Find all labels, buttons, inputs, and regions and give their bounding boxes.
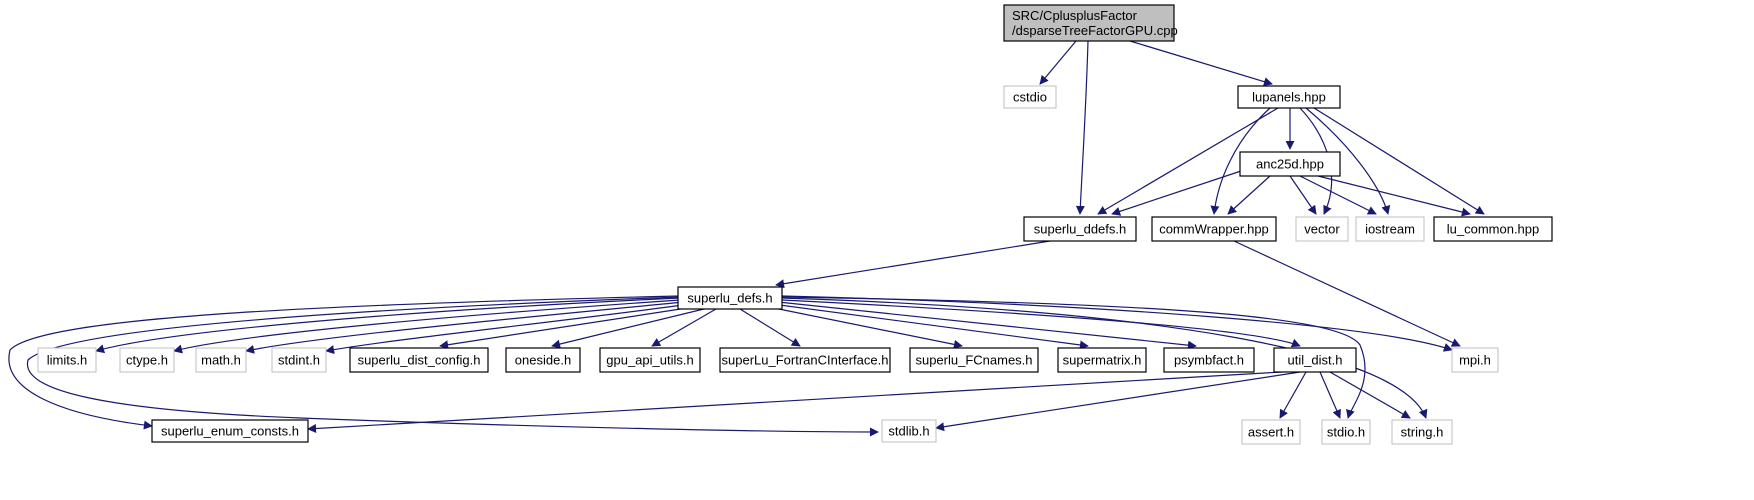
edge-util-dist-stdio bbox=[1319, 371, 1341, 419]
node-superlu-dist-config-label: superlu_dist_config.h bbox=[358, 353, 481, 368]
node-vector-label: vector bbox=[1304, 222, 1340, 237]
edge-anc25d-lu-common bbox=[1317, 175, 1471, 217]
edge-superlu-defs-gpu-api bbox=[651, 308, 717, 347]
edge-superlu-defs-stdio bbox=[781, 296, 1366, 419]
edge-root-superlu-ddefs bbox=[1075, 40, 1089, 215]
edge-anc25d-iostream bbox=[1299, 175, 1377, 215]
node-stdio: stdio.h bbox=[1321, 419, 1371, 445]
node-cstdio: cstdio bbox=[1003, 85, 1057, 109]
edge-superlu-defs-fortran bbox=[739, 308, 801, 347]
node-stdio-label: stdio.h bbox=[1327, 425, 1365, 440]
node-superlu-fcnames[interactable]: superlu_FCnames.h bbox=[909, 347, 1039, 373]
node-stdint: stdint.h bbox=[271, 347, 327, 373]
node-superlu-defs[interactable]: superlu_defs.h bbox=[677, 286, 783, 310]
node-math: math.h bbox=[195, 347, 247, 373]
edge-superlu-defs-math bbox=[245, 301, 685, 354]
edge-root-lupanels bbox=[1129, 40, 1273, 86]
node-vector: vector bbox=[1295, 216, 1349, 242]
edge-superlu-defs-psymbfact bbox=[777, 301, 1197, 350]
node-psymbfact-label: psymbfact.h bbox=[1174, 353, 1244, 368]
node-math-label: math.h bbox=[201, 353, 241, 368]
edge-util-dist-assert bbox=[1279, 371, 1307, 419]
dependency-edges bbox=[8, 40, 1485, 437]
edge-util-dist-stdlib bbox=[935, 371, 1301, 432]
node-superlu-fortrancinterface[interactable]: superLu_FortranCInterface.h bbox=[719, 347, 891, 373]
edge-superlu-defs-dist-config bbox=[439, 305, 701, 350]
node-lupanels[interactable]: lupanels.hpp bbox=[1237, 85, 1341, 109]
node-ctype-label: ctype.h bbox=[126, 353, 168, 368]
edge-superlu-defs-util-dist bbox=[781, 299, 1301, 348]
node-lupanels-label: lupanels.hpp bbox=[1252, 90, 1326, 105]
node-cstdio-label: cstdio bbox=[1013, 90, 1047, 105]
node-psymbfact[interactable]: psymbfact.h bbox=[1163, 347, 1255, 373]
node-string-label: string.h bbox=[1401, 425, 1444, 440]
node-gpu-api-utils[interactable]: gpu_api_utils.h bbox=[599, 347, 701, 373]
node-stdlib: stdlib.h bbox=[881, 419, 937, 443]
node-commwrapper-label: commWrapper.hpp bbox=[1159, 222, 1269, 237]
node-supermatrix-label: supermatrix.h bbox=[1063, 353, 1142, 368]
edge-superlu-ddefs-superlu-defs bbox=[775, 240, 1051, 289]
node-limits-label: limits.h bbox=[47, 353, 87, 368]
node-superlu-ddefs-label: superlu_ddefs.h bbox=[1034, 222, 1127, 237]
edge-commwrapper-mpi bbox=[1233, 240, 1461, 347]
edge-superlu-defs-stdlib bbox=[26, 296, 879, 437]
node-superlu-fcnames-label: superlu_FCnames.h bbox=[915, 353, 1032, 368]
node-anc25d-label: anc25d.hpp bbox=[1256, 157, 1324, 172]
edge-lupanels-iostream bbox=[1305, 107, 1391, 215]
node-gpu-api-utils-label: gpu_api_utils.h bbox=[606, 353, 693, 368]
edge-superlu-defs-ctype bbox=[173, 299, 681, 354]
node-iostream-label: iostream bbox=[1365, 222, 1415, 237]
node-lu-common[interactable]: lu_common.hpp bbox=[1433, 216, 1553, 242]
node-superlu-fortrancinterface-label: superLu_FortranCInterface.h bbox=[722, 353, 889, 368]
node-root-line2: /dsparseTreeFactorGPU.cpp bbox=[1012, 23, 1178, 38]
node-util-dist-label: util_dist.h bbox=[1288, 353, 1343, 368]
edge-superlu-defs-oneside bbox=[551, 307, 709, 349]
node-superlu-ddefs[interactable]: superlu_ddefs.h bbox=[1023, 216, 1137, 242]
edge-superlu-defs-mpi bbox=[781, 295, 1453, 352]
node-string: string.h bbox=[1391, 419, 1453, 445]
node-root-dsparsetreefactorgpu: SRC/CplusplusFactor /dsparseTreeFactorGP… bbox=[1003, 4, 1178, 42]
node-stdlib-label: stdlib.h bbox=[888, 424, 929, 439]
node-oneside[interactable]: oneside.h bbox=[505, 347, 581, 373]
node-superlu-enum-consts[interactable]: superlu_enum_consts.h bbox=[151, 419, 309, 443]
node-mpi: mpi.h bbox=[1451, 347, 1499, 373]
edge-lupanels-commwrapper bbox=[1210, 107, 1271, 215]
graph-nodes: SRC/CplusplusFactor /dsparseTreeFactorGP… bbox=[37, 4, 1553, 445]
edge-util-dist-string bbox=[1329, 371, 1411, 419]
edge-superlu-defs-fcnames bbox=[763, 305, 963, 349]
node-superlu-enum-consts-label: superlu_enum_consts.h bbox=[161, 424, 299, 439]
edge-anc25d-commwrapper bbox=[1227, 175, 1271, 215]
node-stdint-label: stdint.h bbox=[278, 353, 320, 368]
edge-anc25d-superlu-ddefs bbox=[1111, 169, 1245, 216]
edge-anc25d-vector bbox=[1289, 175, 1317, 215]
node-assert-label: assert.h bbox=[1248, 425, 1294, 440]
edge-util-dist-enum-consts bbox=[307, 371, 1283, 434]
node-util-dist[interactable]: util_dist.h bbox=[1273, 347, 1357, 373]
node-commwrapper[interactable]: commWrapper.hpp bbox=[1151, 216, 1277, 242]
edge-superlu-defs-string bbox=[781, 297, 1428, 419]
node-mpi-label: mpi.h bbox=[1459, 353, 1491, 368]
node-lu-common-label: lu_common.hpp bbox=[1447, 222, 1540, 237]
edge-superlu-defs-stdint bbox=[325, 303, 691, 355]
node-anc25d[interactable]: anc25d.hpp bbox=[1239, 151, 1341, 177]
edge-lupanels-superlu-ddefs bbox=[1097, 107, 1279, 215]
edge-lupanels-lu-common bbox=[1313, 107, 1485, 215]
node-superlu-defs-label: superlu_defs.h bbox=[687, 291, 772, 306]
node-superlu-dist-config[interactable]: superlu_dist_config.h bbox=[349, 347, 489, 373]
node-assert: assert.h bbox=[1241, 419, 1301, 445]
node-ctype: ctype.h bbox=[119, 347, 175, 373]
edge-superlu-defs-enum-consts bbox=[8, 295, 681, 430]
edge-superlu-defs-supermatrix bbox=[771, 303, 1089, 350]
node-root-line1: SRC/CplusplusFactor bbox=[1012, 8, 1138, 23]
edge-superlu-defs-limits bbox=[95, 297, 681, 354]
node-iostream: iostream bbox=[1355, 216, 1425, 242]
node-limits: limits.h bbox=[37, 347, 97, 373]
node-supermatrix[interactable]: supermatrix.h bbox=[1057, 347, 1147, 373]
edge-root-cstdio bbox=[1039, 40, 1077, 85]
node-oneside-label: oneside.h bbox=[515, 353, 571, 368]
